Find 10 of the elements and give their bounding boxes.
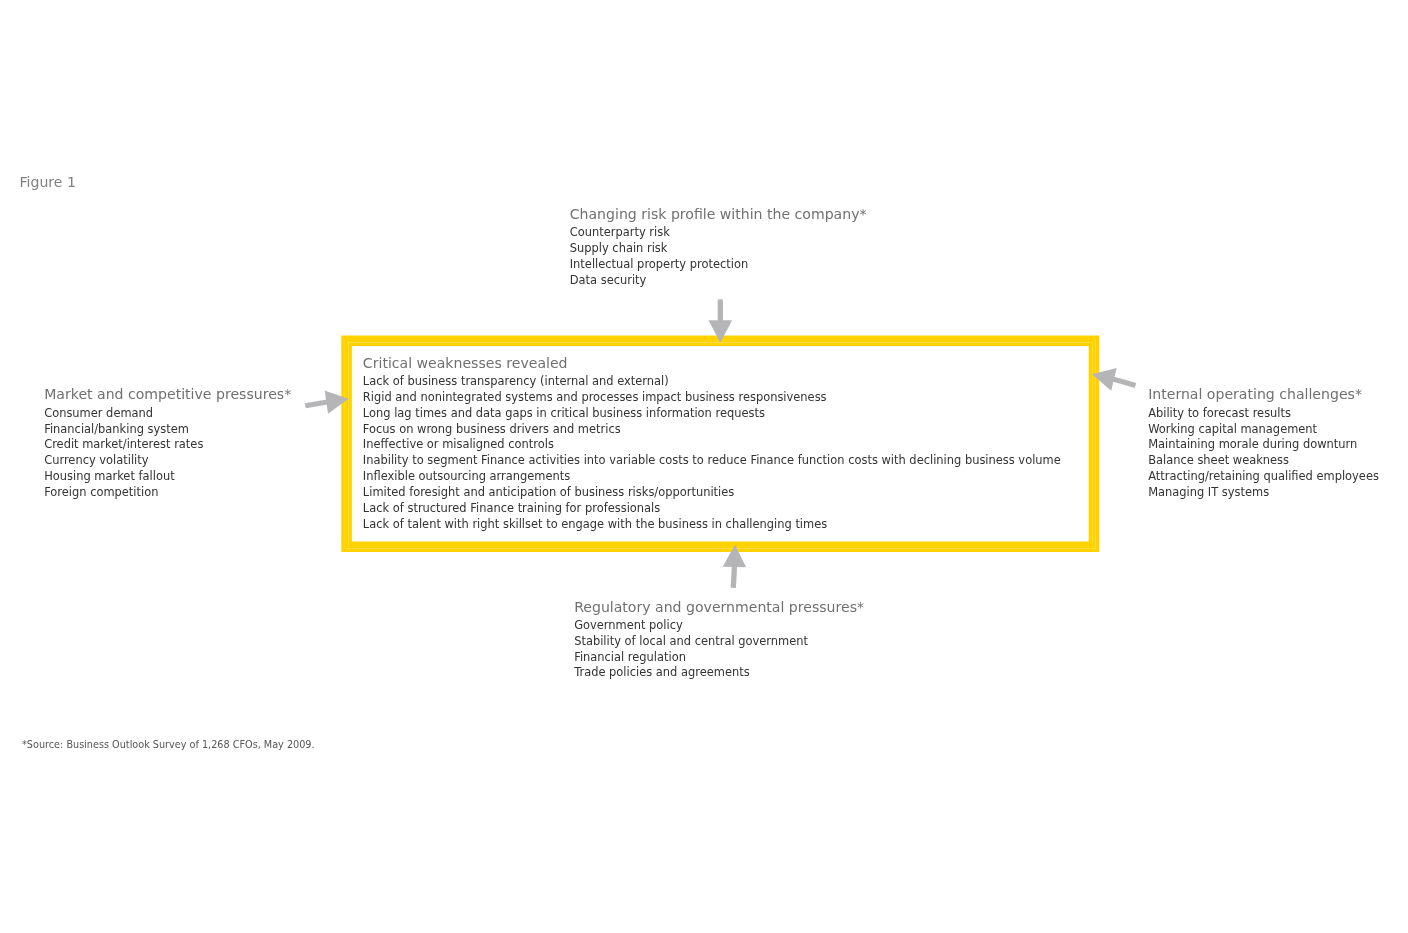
node-text: Regulatory and governmental pressures* Government policy Stability of local and central government Financial regulation Trade policies and agreements — [574, 598, 865, 679]
arrow — [304, 389, 349, 414]
arrow — [708, 298, 733, 343]
caption: *Source: Business Outlook Survey of 1,268 CFOs, May 2009. — [22, 738, 315, 750]
diagram-title: Figure 1 — [19, 173, 76, 190]
arrow — [722, 544, 747, 588]
node-text: Internal operating challenges* Ability to forecast results Working capital management Maintaining morale during downturn Balance sheet weakness Attracting/retaining qualified employees Managing IT systems — [1148, 385, 1379, 499]
node-text: Changing risk profile within the company* Counterparty risk Supply chain risk Intellectual property protection Data security — [569, 205, 867, 287]
arrow — [1092, 367, 1137, 391]
node-text: Market and competitive pressures* Consumer demand Financial/banking system Credit market/interest rates Currency volatility Housing market fallout Foreign competition — [44, 385, 292, 499]
